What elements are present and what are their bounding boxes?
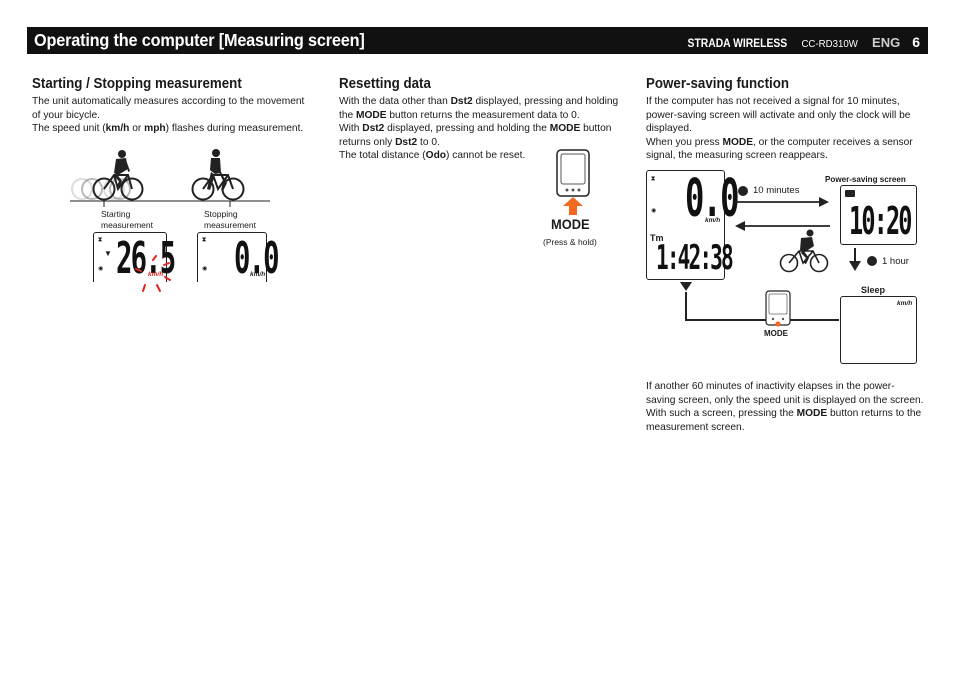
- power-saving-screen-label: Power-saving screen: [825, 174, 906, 184]
- reset-text: With the data other than Dst2 displayed,…: [339, 95, 618, 163]
- tm-label: Tm: [650, 233, 664, 243]
- stop-measurement-screen: ⧗ ◉ 0.0 km/h: [197, 232, 280, 282]
- header-right: STRADA WIRELESS CC-RD310W ENG 6: [682, 34, 920, 50]
- press-hold-label: (Press & hold): [543, 237, 597, 247]
- main-speed-digits: 0.0: [685, 169, 740, 229]
- sleep-label: Sleep: [861, 285, 886, 295]
- signal-icon: ⧗: [651, 176, 656, 182]
- pace-arrow-icon: ▼: [104, 249, 112, 258]
- envelope-icon: [845, 190, 855, 197]
- measuring-screen: ⧗ ◉ 0.0 km/h Tm 1:42:38: [646, 170, 740, 280]
- reset-line-1: With the data other than Dst2 displayed,…: [339, 96, 619, 107]
- speed-digits: 26.5: [116, 233, 176, 284]
- extra-line-3: With such a screen, pressing the MODE bu…: [646, 408, 922, 420]
- start-stop-line-3: The speed unit (km/h or mph) flashes dur…: [32, 123, 304, 135]
- return-arrow: [680, 282, 839, 321]
- sensor-icon: ◉: [651, 208, 657, 214]
- page-title: Operating the computer [Measuring screen…: [34, 30, 365, 50]
- reset-heading: Resetting data: [339, 76, 431, 92]
- reset-line-5: The total distance (Odo) cannot be reset…: [339, 150, 526, 162]
- clock-icon: [867, 256, 877, 266]
- signal-icon: ⧗: [98, 237, 103, 243]
- power-line-1: If the computer has not received a signa…: [646, 96, 900, 107]
- signal-icon: ⧗: [202, 237, 207, 243]
- extra-line-2: saving screen, only the speed unit is di…: [646, 394, 924, 406]
- mode-small-label: MODE: [764, 329, 788, 338]
- language-tag: ENG: [872, 35, 901, 50]
- unit-label: km/h: [897, 300, 913, 307]
- flow-arrows-top: [735, 197, 830, 231]
- flash-icon: [135, 255, 171, 292]
- power-line-2: power-saving screen will activate and on…: [646, 109, 911, 121]
- page-header: Operating the computer [Measuring screen…: [27, 27, 928, 54]
- start-stop-heading: Starting / Stopping measurement: [32, 76, 242, 92]
- cyclists-illustration: [70, 149, 270, 207]
- power-saving-extra-text: If another 60 minutes of inactivity elap…: [646, 380, 924, 434]
- model-number: CC-RD310W: [801, 38, 858, 50]
- one-hour-label: 1 hour: [882, 256, 909, 267]
- power-saving-heading: Power-saving function: [646, 76, 790, 92]
- mode-label: MODE: [551, 216, 590, 232]
- extra-line-1: If another 60 minutes of inactivity elap…: [646, 381, 895, 392]
- sensor-icon: ◉: [98, 266, 104, 272]
- reset-line-3: With Dst2 displayed, pressing and holdin…: [339, 123, 612, 135]
- sensor-icon: ◉: [202, 266, 208, 272]
- brand-name: STRADA WIRELESS: [687, 38, 788, 50]
- start-stop-line-2: of your bicycle.: [32, 109, 100, 121]
- start-stop-line-1: The unit automatically measures accordin…: [32, 96, 305, 107]
- power-saving-screen: 10:20: [840, 185, 917, 245]
- start-stop-text: The unit automatically measures accordin…: [32, 95, 304, 136]
- cyclist-icon: [779, 229, 829, 273]
- mode-device-icon: [765, 290, 791, 327]
- flashing-unit: km/h: [148, 271, 164, 278]
- power-line-4: When you press MODE, or the computer rec…: [646, 136, 913, 148]
- unit-label: km/h: [705, 217, 721, 224]
- reset-line-2: the MODE button returns the measurement …: [339, 109, 580, 121]
- speed-digits-zero: 0.0: [234, 233, 280, 284]
- extra-line-4: measurement screen.: [646, 421, 745, 433]
- power-saving-text: If the computer has not received a signa…: [646, 95, 913, 163]
- ten-minutes-label: 10 minutes: [753, 185, 800, 196]
- reset-line-4: returns only Dst2 to 0.: [339, 136, 440, 148]
- clock-icon: [738, 186, 748, 196]
- device-press-hold-illustration: [556, 149, 590, 215]
- power-line-5: signal, the measuring screen reappears.: [646, 150, 828, 162]
- down-arrow: [849, 248, 861, 271]
- sleep-screen: km/h: [840, 296, 917, 364]
- page-number: 6: [912, 34, 920, 50]
- power-line-3: displayed.: [646, 123, 692, 135]
- clock-digits: 10:20: [849, 199, 912, 243]
- unit-label: km/h: [250, 271, 266, 278]
- main-time-digits: 1:42:38: [656, 238, 734, 278]
